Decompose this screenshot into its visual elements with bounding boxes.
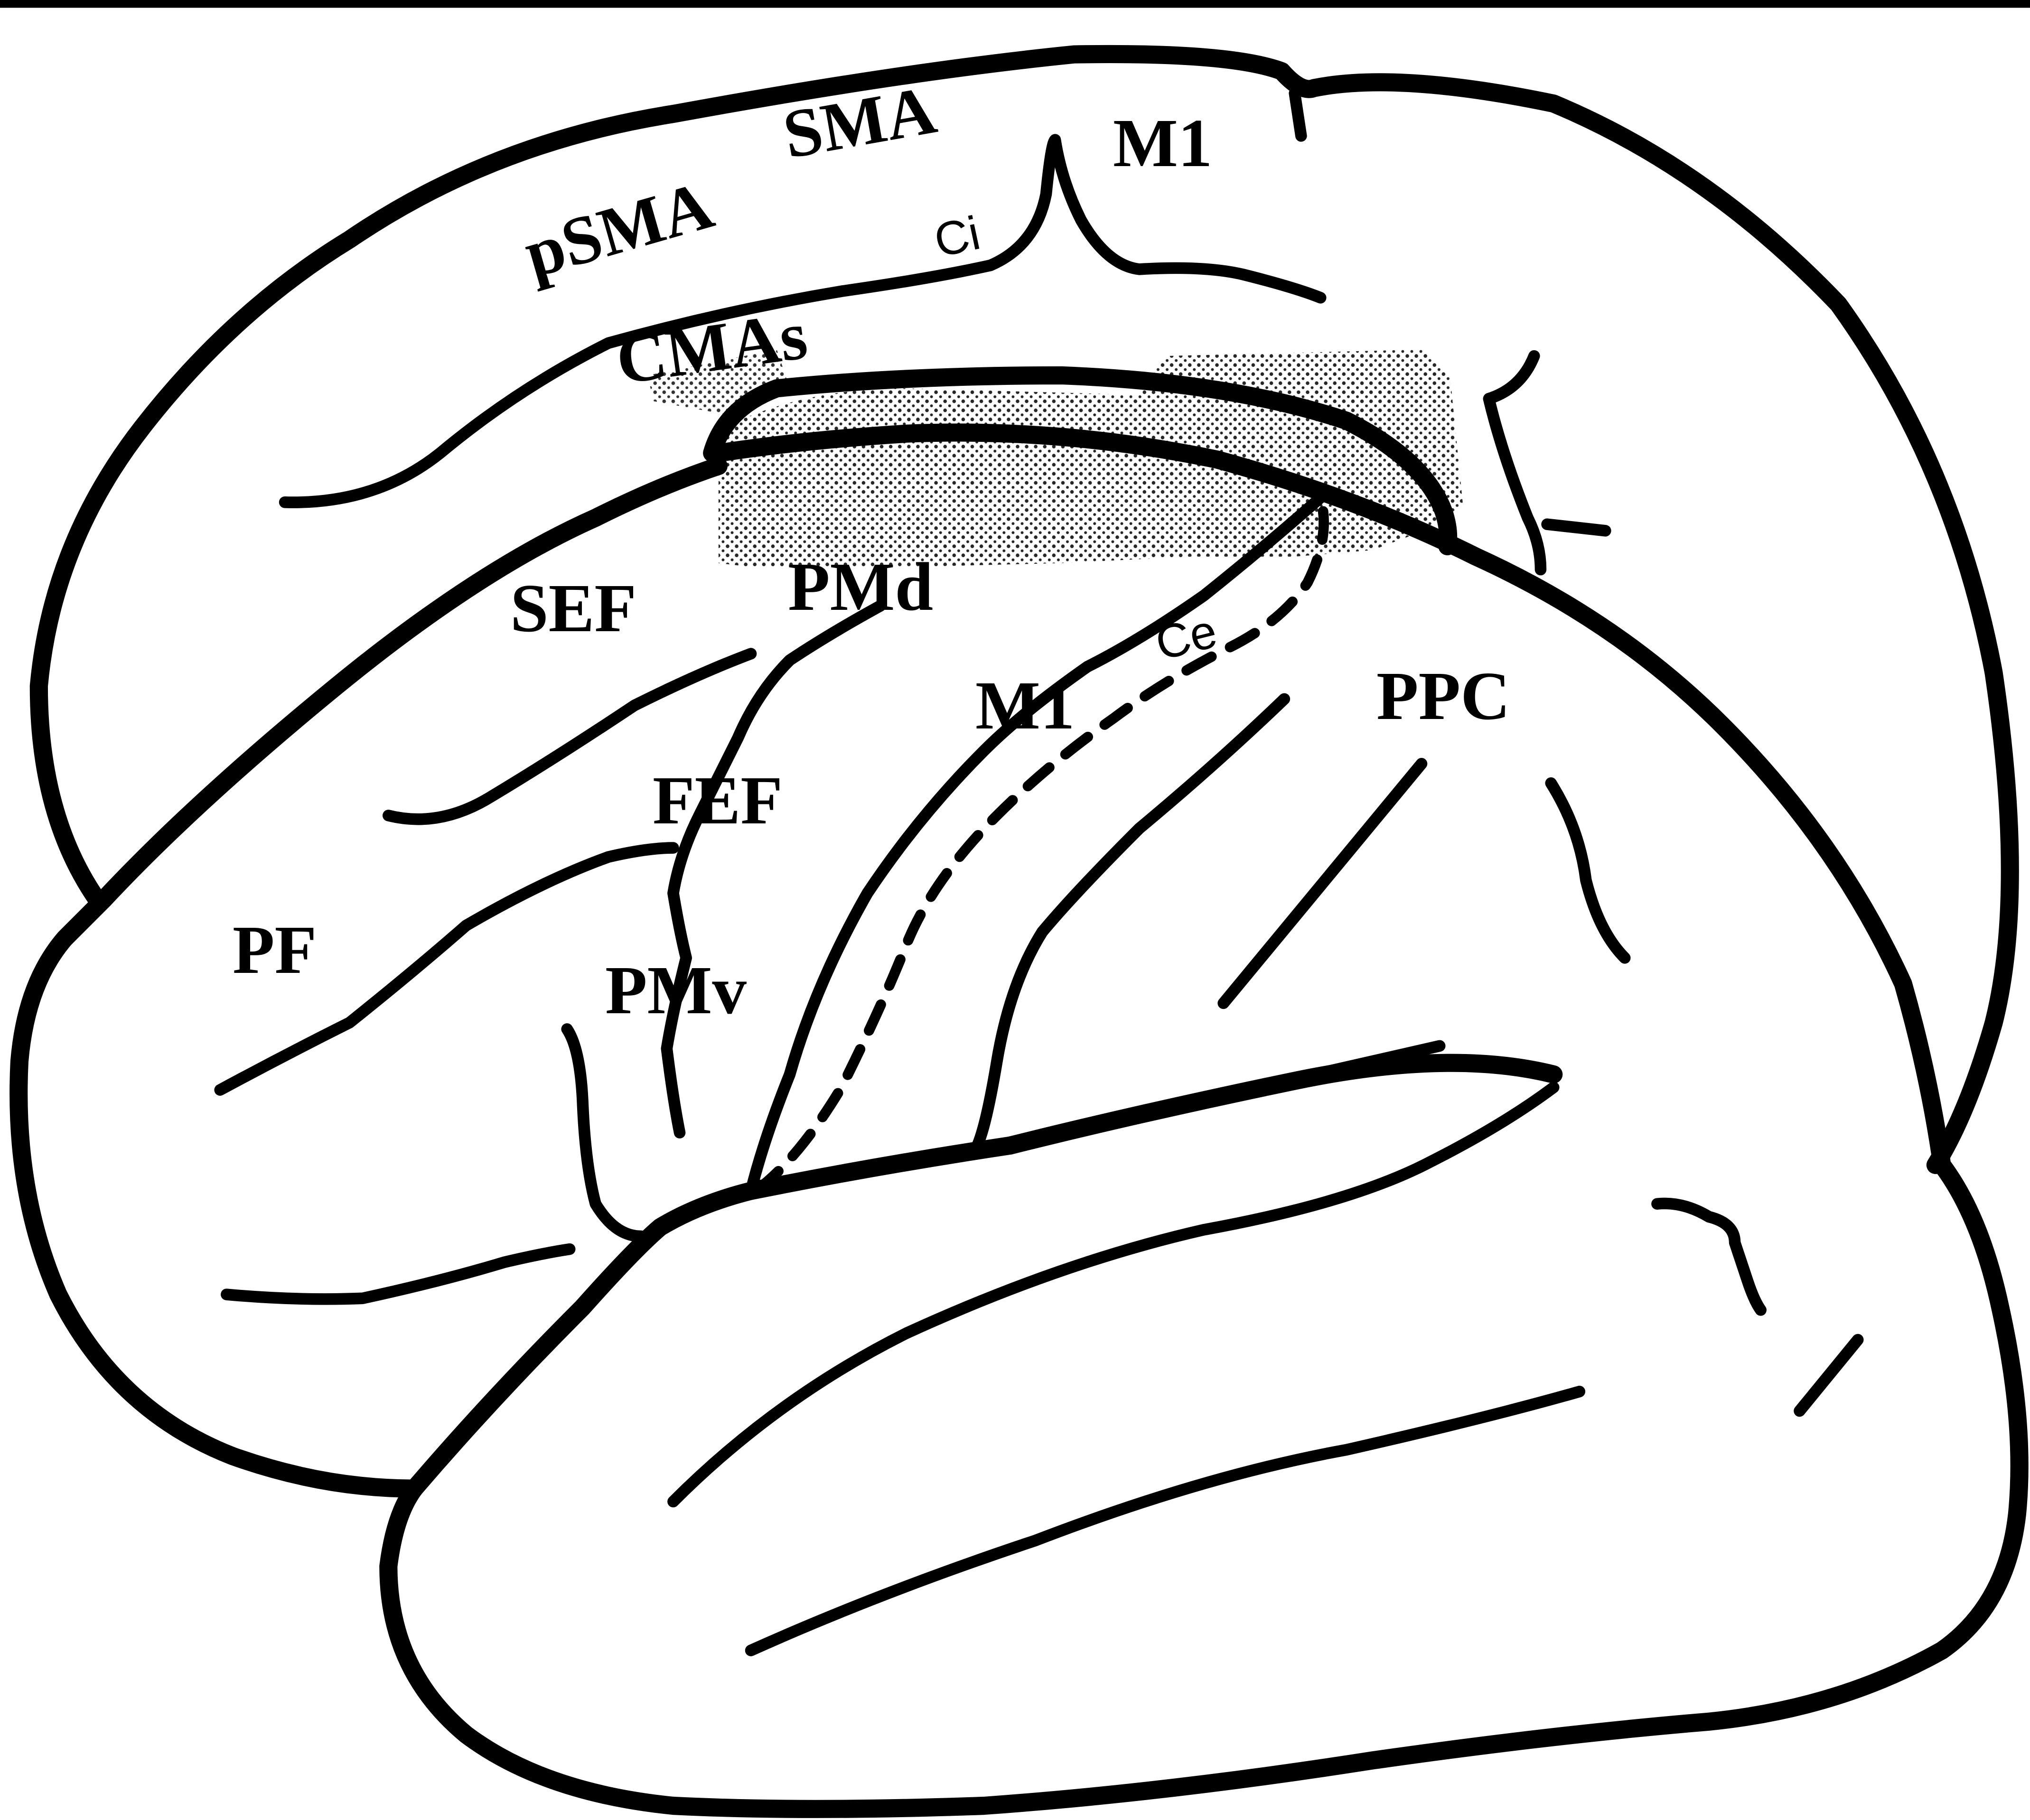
label-ci: Ci — [930, 209, 984, 264]
arcuate-sulcus — [667, 606, 880, 1133]
medial-hemisphere-outline — [39, 54, 2010, 1165]
label-pf: PF — [233, 916, 317, 985]
lunate-sulcus — [1657, 1204, 1760, 1310]
label-ce: Ce — [1151, 607, 1221, 668]
label-m1-lateral: M1 — [975, 672, 1075, 740]
label-pmv: PMv — [605, 956, 747, 1025]
medial-notch — [1295, 93, 1301, 136]
label-sef: SEF — [510, 574, 636, 643]
orbital-sulcus — [226, 1249, 570, 1299]
lateral-hemisphere-outline — [19, 432, 2019, 1809]
parietal-posterior-sulcus — [1551, 783, 1625, 958]
inferior-temporal-sulcus — [751, 1391, 1580, 1651]
medial-posterior-sulcus — [1489, 356, 1541, 569]
label-ppc: PPC — [1376, 662, 1510, 731]
label-fef: FEF — [653, 766, 783, 835]
label-pmd: PMd — [788, 553, 933, 622]
medial-posterior-branch — [1547, 524, 1606, 531]
inferior-arcuate-limb — [567, 1029, 641, 1236]
label-m1-medial: M1 — [1113, 109, 1212, 178]
superior-temporal-sulcus — [673, 1087, 1553, 1502]
intraparietal-sulcus — [1224, 764, 1422, 1003]
occipital-sulcus — [1799, 1340, 1858, 1411]
sylvian-branch — [973, 1046, 1440, 1152]
